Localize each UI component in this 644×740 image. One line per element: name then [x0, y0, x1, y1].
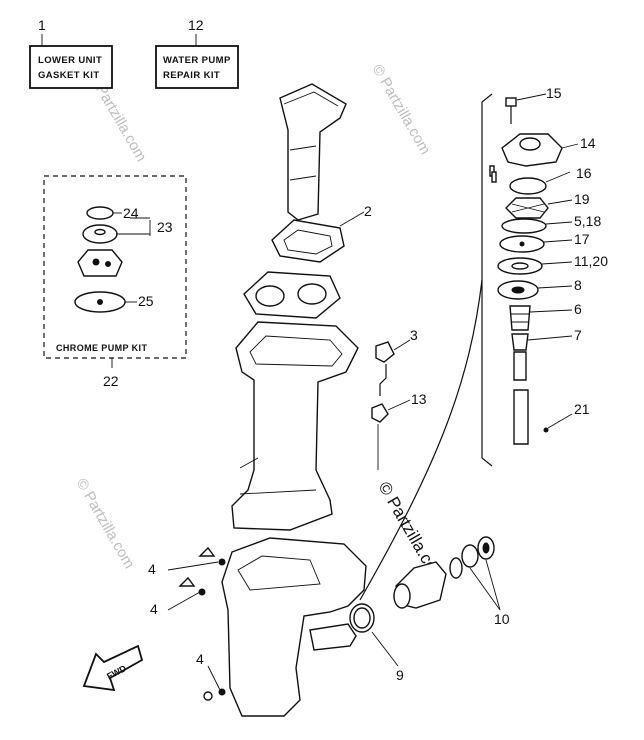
callout-9: 9: [396, 667, 404, 683]
callout-14: 14: [580, 135, 596, 151]
chrome-pump-kit: CHROME PUMP KIT 22 24 23 25: [43, 175, 187, 389]
callout-23: 23: [157, 219, 173, 235]
callout-16: 16: [576, 165, 592, 181]
watermark-left: © Partzilla.com: [73, 476, 138, 572]
water-pump-line2: REPAIR KIT: [163, 70, 220, 81]
watermark-right: © Partzilla.com: [369, 62, 434, 158]
callout-4-c: 4: [196, 651, 204, 667]
seal-housing: 9: [349, 561, 447, 683]
callout-11-20: 11,20: [574, 253, 608, 269]
lower-unit-line1: LOWER UNIT: [38, 55, 102, 66]
callout-6: 6: [574, 301, 582, 317]
callout-5-18: 5,18: [574, 213, 601, 229]
callout-3: 3: [410, 327, 418, 343]
callout-13: 13: [411, 391, 427, 407]
callout-4-a: 4: [148, 561, 156, 577]
fasteners-4: 4 4 4: [148, 546, 226, 701]
callout-15: 15: [546, 85, 562, 101]
callout-1: 1: [38, 17, 46, 33]
lower-unit-gearcase: [221, 537, 367, 717]
callout-24: 24: [123, 205, 139, 221]
lower-unit-gasket-kit: 1 LOWER UNIT GASKET KIT: [29, 17, 113, 89]
callout-19: 19: [574, 191, 590, 207]
callout-7: 7: [574, 327, 582, 343]
water-pump-repair-kit: 12 WATER PUMP REPAIR KIT: [155, 17, 239, 89]
callout-12: 12: [188, 17, 204, 33]
chrome-pump-kit-title: CHROME PUMP KIT: [56, 343, 147, 353]
callout-25: 25: [138, 293, 154, 309]
callout-22: 22: [103, 373, 119, 389]
callout-17: 17: [574, 231, 590, 247]
callout-21: 21: [574, 401, 590, 417]
seals-10: 10: [449, 536, 510, 627]
upper-casing: [279, 83, 347, 221]
clip-assembly: 3 13: [371, 327, 427, 470]
callout-8: 8: [574, 277, 582, 293]
water-pump-line1: WATER PUMP: [163, 55, 231, 66]
mount-plate: [243, 271, 341, 319]
callout-10: 10: [494, 611, 510, 627]
forward-arrow: FWD: [82, 644, 144, 692]
drive-shaft-housing: [231, 321, 359, 531]
water-pump-group: 15 14 16 19 5,18 17 11,20: [359, 85, 608, 601]
lower-unit-line2: GASKET KIT: [38, 70, 100, 81]
callout-2: 2: [364, 203, 372, 219]
gasket-2: 2: [271, 203, 372, 263]
callout-4-b: 4: [150, 601, 158, 617]
